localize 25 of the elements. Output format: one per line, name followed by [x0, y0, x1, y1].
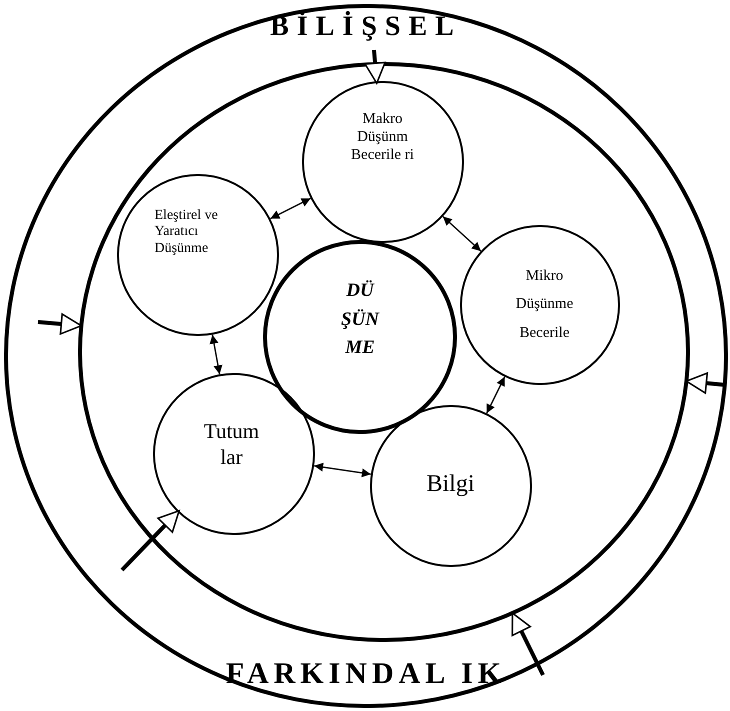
concept-circle — [153, 373, 315, 535]
arrow — [210, 334, 222, 374]
inner-circle — [78, 62, 690, 642]
circle-label: Bilgi — [425, 470, 476, 498]
ring-label: BİLİŞSEL — [269, 10, 463, 44]
concept-circle — [302, 81, 464, 243]
core-circle — [263, 240, 457, 434]
circle-label: Makro Düşünm Becerile ri — [350, 110, 415, 164]
thick-arrow — [512, 612, 545, 676]
circle-label: Eleştirel ve Yaratıcı Düşünme — [154, 208, 219, 258]
arrow — [270, 198, 311, 220]
circle-label: Tutum lar — [202, 418, 260, 470]
arrow — [486, 376, 506, 414]
thick-arrow — [364, 50, 386, 84]
arrow — [442, 216, 482, 252]
circle-label: DÜ ŞÜN ME — [340, 279, 380, 360]
arrow — [314, 462, 371, 478]
concept-circle — [117, 174, 279, 336]
thick-arrow — [38, 313, 82, 335]
outer-ring — [4, 4, 728, 708]
concept-circle — [370, 405, 532, 567]
ring-label: FARKINDAL IK — [224, 656, 508, 692]
concept-circle — [460, 225, 620, 385]
thick-arrow — [120, 510, 180, 572]
circle-label: Mikro Düşünme Becerile — [514, 266, 574, 342]
